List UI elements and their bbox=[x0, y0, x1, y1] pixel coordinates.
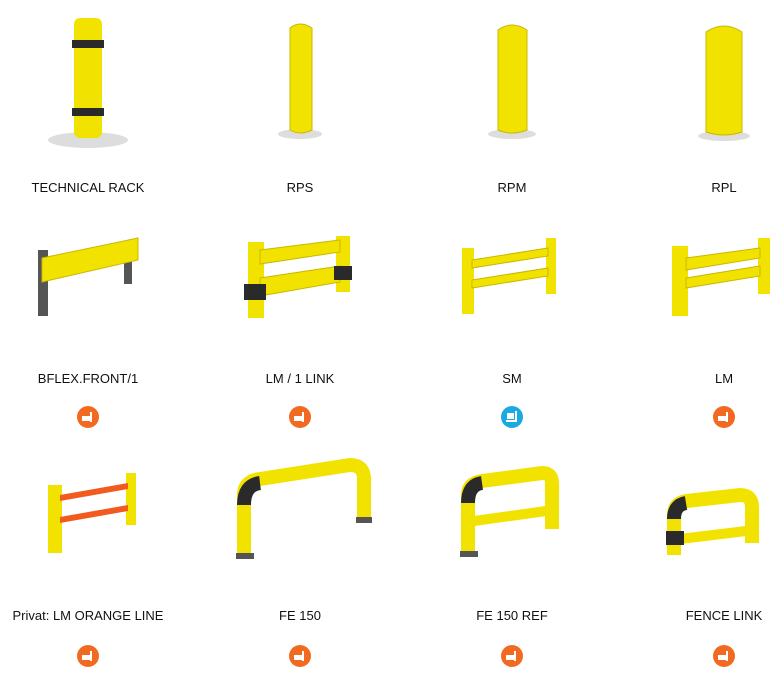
forklift-icon[interactable] bbox=[501, 645, 523, 667]
product-card-rpm[interactable]: RPM bbox=[412, 0, 612, 195]
product-name: BFLEX.FRONT/1 bbox=[37, 371, 139, 386]
product-card-rps[interactable]: RPS bbox=[200, 0, 400, 195]
fence-link-image bbox=[666, 487, 759, 555]
product-card-bflex-front[interactable]: BFLEX.FRONT/1 bbox=[0, 220, 188, 428]
rps-image bbox=[278, 23, 322, 139]
product-card-lm-1-link[interactable]: LM / 1 LINK bbox=[200, 220, 400, 428]
product-name: Privat: LM ORANGE LINE bbox=[12, 608, 164, 623]
forklift-icon[interactable] bbox=[289, 645, 311, 667]
product-name: TECHNICAL RACK bbox=[31, 180, 145, 195]
product-card-sm[interactable]: SM bbox=[412, 220, 612, 428]
bflex-front-image bbox=[38, 237, 139, 316]
fe-150-ref-image bbox=[460, 465, 559, 557]
product-name: FENCE LINK bbox=[685, 608, 763, 623]
product-card-rpl[interactable]: RPL bbox=[624, 0, 784, 195]
sm-image bbox=[462, 238, 556, 314]
lm-orange-line-image bbox=[48, 473, 136, 553]
forklift-icon[interactable] bbox=[713, 406, 735, 428]
product-name: FE 150 bbox=[279, 608, 321, 623]
forklift-icon[interactable] bbox=[77, 406, 99, 428]
forklift-icon[interactable] bbox=[289, 406, 311, 428]
product-card-fence-link[interactable]: FENCE LINK bbox=[624, 455, 784, 667]
product-name: RPL bbox=[711, 180, 737, 195]
product-card-lm-orange-line[interactable]: Privat: LM ORANGE LINE bbox=[0, 455, 188, 667]
technical-rack-image bbox=[48, 18, 128, 148]
rpm-image bbox=[488, 24, 536, 139]
product-name: LM / 1 LINK bbox=[265, 371, 335, 386]
product-name: SM bbox=[502, 371, 522, 386]
lm-image bbox=[672, 238, 770, 316]
product-card-technical-rack[interactable]: TECHNICAL RACK bbox=[0, 0, 188, 195]
pallet-truck-icon[interactable] bbox=[501, 406, 523, 428]
product-card-fe-150[interactable]: FE 150 bbox=[200, 455, 400, 667]
rpl-image bbox=[698, 25, 750, 141]
fe-150-image bbox=[236, 457, 372, 559]
forklift-icon[interactable] bbox=[713, 645, 735, 667]
product-name: RPM bbox=[497, 180, 527, 195]
product-card-lm[interactable]: LM bbox=[624, 220, 784, 428]
product-name: FE 150 REF bbox=[476, 608, 548, 623]
product-name: LM bbox=[714, 371, 734, 386]
lm-1-link-image bbox=[244, 236, 352, 318]
forklift-icon[interactable] bbox=[77, 645, 99, 667]
product-name: RPS bbox=[286, 180, 314, 195]
product-card-fe-150-ref[interactable]: FE 150 REF bbox=[412, 455, 612, 667]
